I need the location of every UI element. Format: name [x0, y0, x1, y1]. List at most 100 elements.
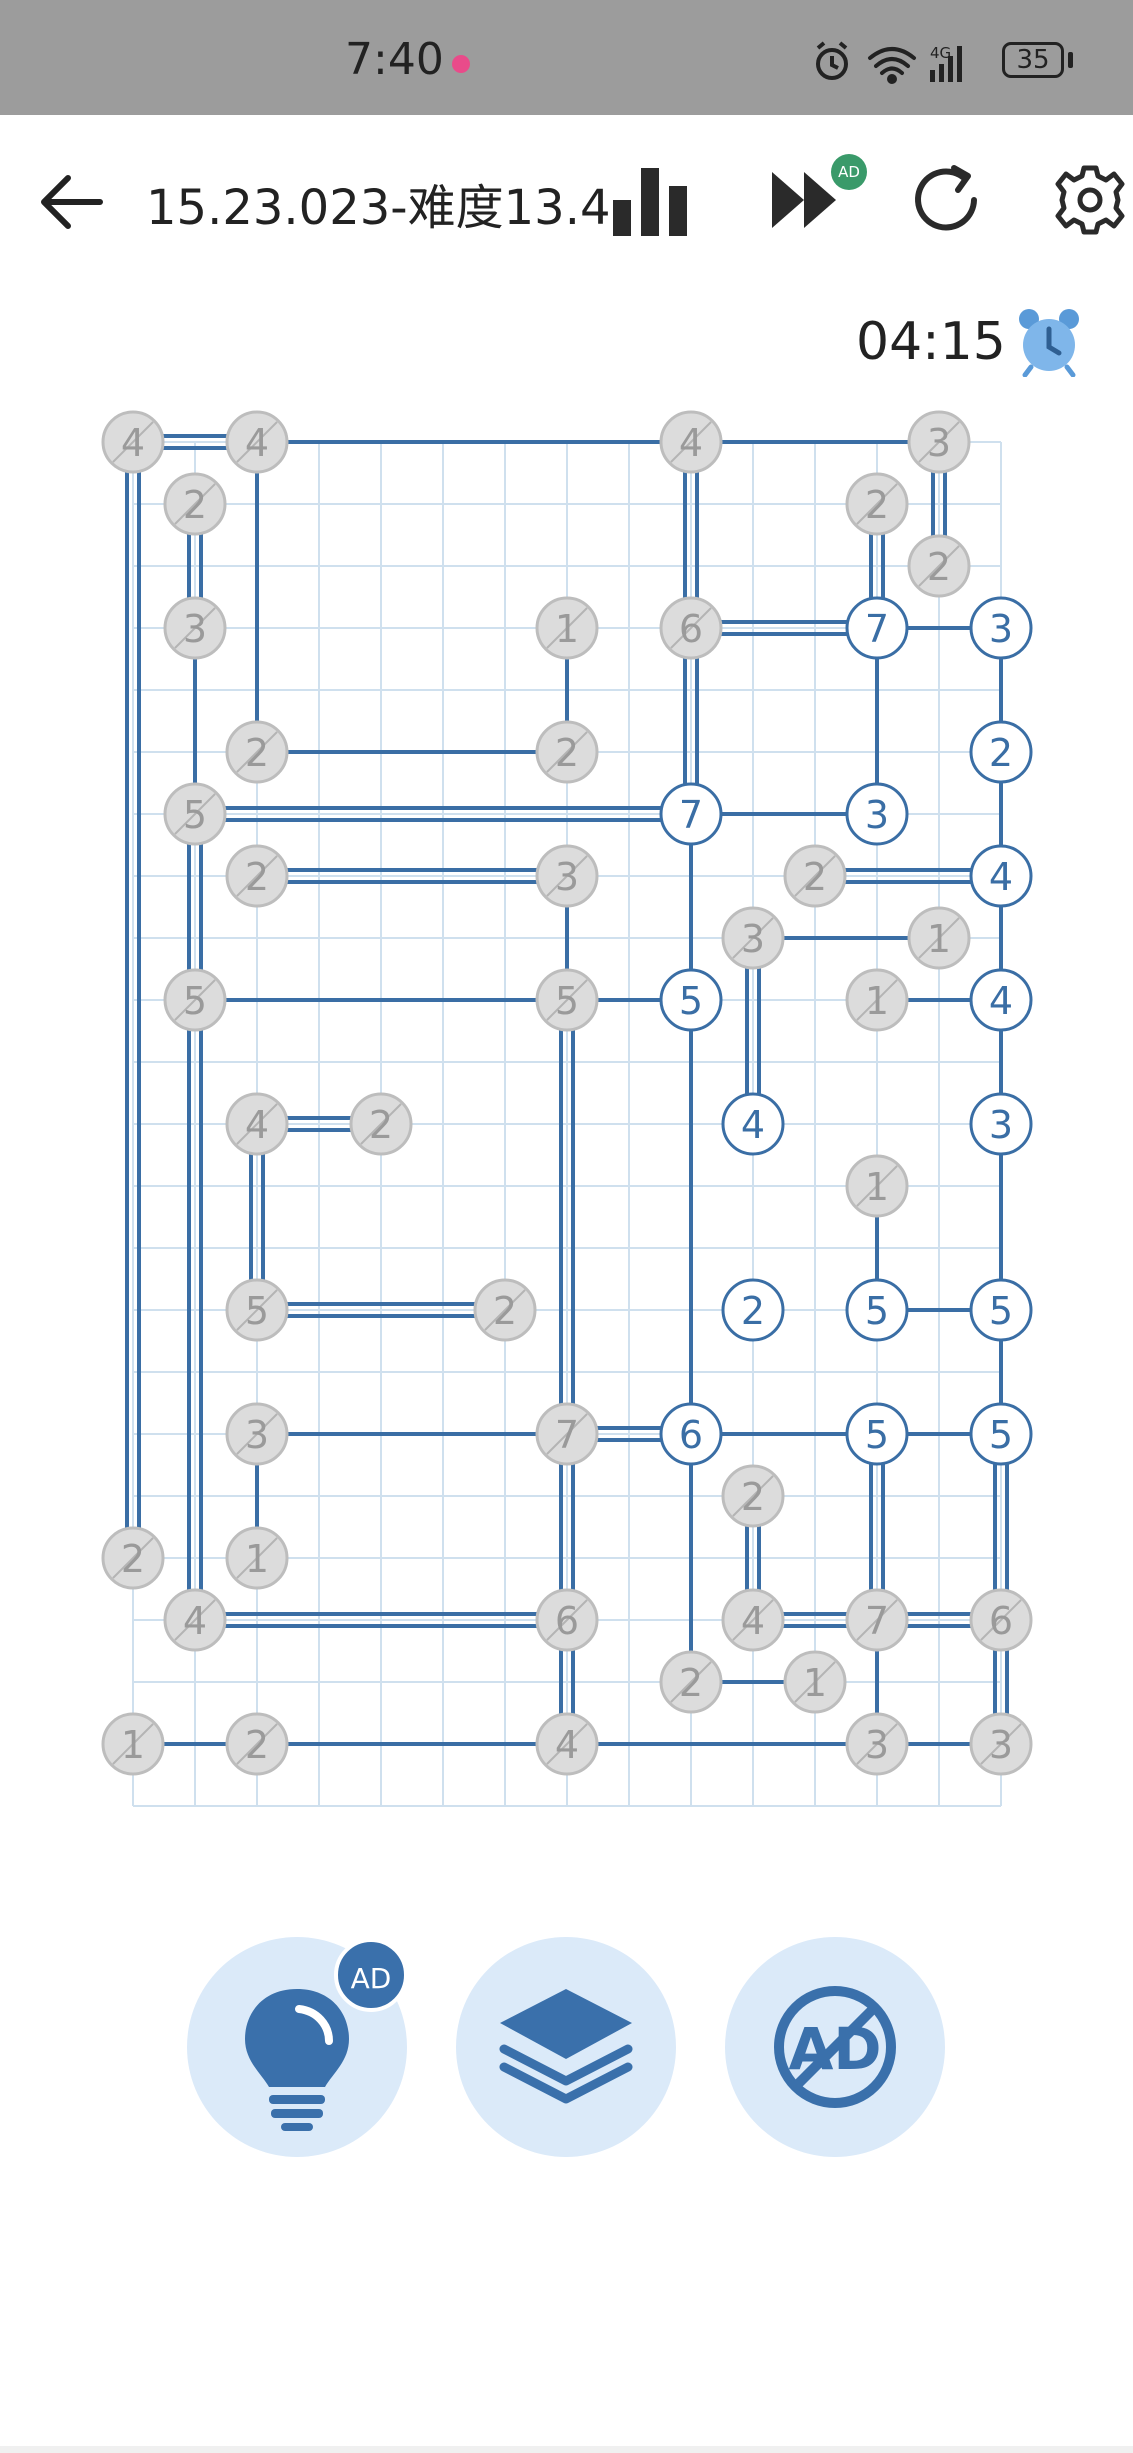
bar-chart-icon[interactable] [605, 160, 695, 240]
battery-tip [1068, 52, 1073, 68]
status-bar: 7:40 4G 35 [0, 0, 1133, 115]
island-node[interactable]: 3 [969, 596, 1033, 660]
island-circle [659, 1402, 723, 1466]
island-node[interactable]: 7 [659, 782, 723, 846]
fast-forward-icon[interactable] [764, 160, 854, 240]
island-node[interactable]: 6 [659, 1402, 723, 1466]
island-node[interactable]: 2 [907, 534, 971, 598]
island-number: 3 [927, 421, 951, 465]
island-circle [845, 782, 909, 846]
island-node[interactable]: 3 [969, 1092, 1033, 1156]
island-strike [732, 917, 774, 959]
island-number: 7 [555, 1413, 579, 1457]
island-node[interactable]: 3 [225, 1402, 289, 1466]
island-node[interactable]: 1 [845, 968, 909, 1032]
island-number: 2 [369, 1103, 393, 1147]
island-node[interactable]: 4 [721, 1092, 785, 1156]
island-number: 5 [989, 1289, 1013, 1333]
gear-icon[interactable] [1045, 160, 1133, 240]
island-node[interactable]: 2 [659, 1650, 723, 1714]
island-node[interactable]: 3 [163, 596, 227, 660]
island-strike [174, 607, 216, 649]
island-node[interactable]: 5 [163, 968, 227, 1032]
island-node[interactable]: 2 [969, 720, 1033, 784]
island-number: 3 [245, 1413, 269, 1457]
island-node[interactable]: 5 [535, 968, 599, 1032]
island-node[interactable]: 4 [535, 1712, 599, 1776]
island-node[interactable]: 3 [845, 782, 909, 846]
island-number: 3 [989, 1103, 1013, 1147]
island-node[interactable]: 2 [101, 1526, 165, 1590]
island-number: 5 [679, 979, 703, 1023]
level-title: 15.23.023-难度13.4 [146, 180, 611, 236]
layers-button[interactable] [456, 1937, 676, 2157]
island-node[interactable]: 2 [349, 1092, 413, 1156]
island-number: 1 [927, 917, 951, 961]
back-arrow-icon[interactable] [38, 172, 108, 232]
island-node[interactable]: 2 [783, 844, 847, 908]
island-node[interactable]: 4 [659, 410, 723, 474]
island-node[interactable]: 3 [721, 906, 785, 970]
island-node[interactable]: 3 [535, 844, 599, 908]
island-node[interactable]: 5 [845, 1402, 909, 1466]
island-strike [546, 979, 588, 1021]
island-node[interactable]: 4 [225, 1092, 289, 1156]
island-number: 5 [183, 793, 207, 837]
island-node[interactable]: 2 [225, 1712, 289, 1776]
island-node[interactable]: 4 [969, 844, 1033, 908]
island-strike [174, 979, 216, 1021]
island-node[interactable]: 2 [721, 1278, 785, 1342]
island-number: 1 [121, 1723, 145, 1767]
island-node[interactable]: 4 [101, 410, 165, 474]
island-node[interactable]: 2 [473, 1278, 537, 1342]
island-node[interactable]: 3 [907, 410, 971, 474]
island-node[interactable]: 3 [969, 1712, 1033, 1776]
island-node[interactable]: 1 [101, 1712, 165, 1776]
island-node[interactable]: 2 [535, 720, 599, 784]
island-number: 7 [865, 607, 889, 651]
island-number: 2 [555, 731, 579, 775]
island-node[interactable]: 2 [163, 472, 227, 536]
home-indicator [0, 2446, 1133, 2453]
island-node[interactable]: 4 [721, 1588, 785, 1652]
island-node[interactable]: 2 [225, 844, 289, 908]
island-node[interactable]: 1 [907, 906, 971, 970]
island-strike [546, 855, 588, 897]
island-node[interactable]: 7 [535, 1402, 599, 1466]
island-node[interactable]: 5 [969, 1278, 1033, 1342]
island-node[interactable]: 1 [845, 1154, 909, 1218]
island-circle [721, 1092, 785, 1156]
island-node[interactable]: 1 [535, 596, 599, 660]
island-number: 2 [865, 483, 889, 527]
island-node[interactable]: 5 [163, 782, 227, 846]
island-node[interactable]: 5 [659, 968, 723, 1032]
island-circle [969, 844, 1033, 908]
island-node[interactable]: 5 [845, 1278, 909, 1342]
alarm-status-icon [816, 41, 848, 80]
island-node[interactable]: 5 [969, 1402, 1033, 1466]
remove-ads-button[interactable]: AD [725, 1937, 945, 2157]
island-node[interactable]: 4 [163, 1588, 227, 1652]
island-node[interactable]: 7 [845, 1588, 909, 1652]
island-number: 1 [865, 1165, 889, 1209]
island-node[interactable]: 3 [845, 1712, 909, 1776]
island-node[interactable]: 6 [659, 596, 723, 660]
island-node[interactable]: 1 [783, 1650, 847, 1714]
island-number: 4 [555, 1723, 579, 1767]
island-node[interactable]: 6 [969, 1588, 1033, 1652]
restart-icon[interactable] [904, 160, 994, 240]
island-node[interactable]: 4 [225, 410, 289, 474]
island-node[interactable]: 7 [845, 596, 909, 660]
island-node[interactable]: 4 [969, 968, 1033, 1032]
island-strike [546, 1413, 588, 1455]
island-node[interactable]: 2 [721, 1464, 785, 1528]
island-node[interactable]: 5 [225, 1278, 289, 1342]
island-strike [732, 1475, 774, 1517]
island-node[interactable]: 6 [535, 1588, 599, 1652]
island-node[interactable]: 2 [845, 472, 909, 536]
island-strike [174, 793, 216, 835]
island-node[interactable]: 2 [225, 720, 289, 784]
island-node[interactable]: 1 [225, 1526, 289, 1590]
